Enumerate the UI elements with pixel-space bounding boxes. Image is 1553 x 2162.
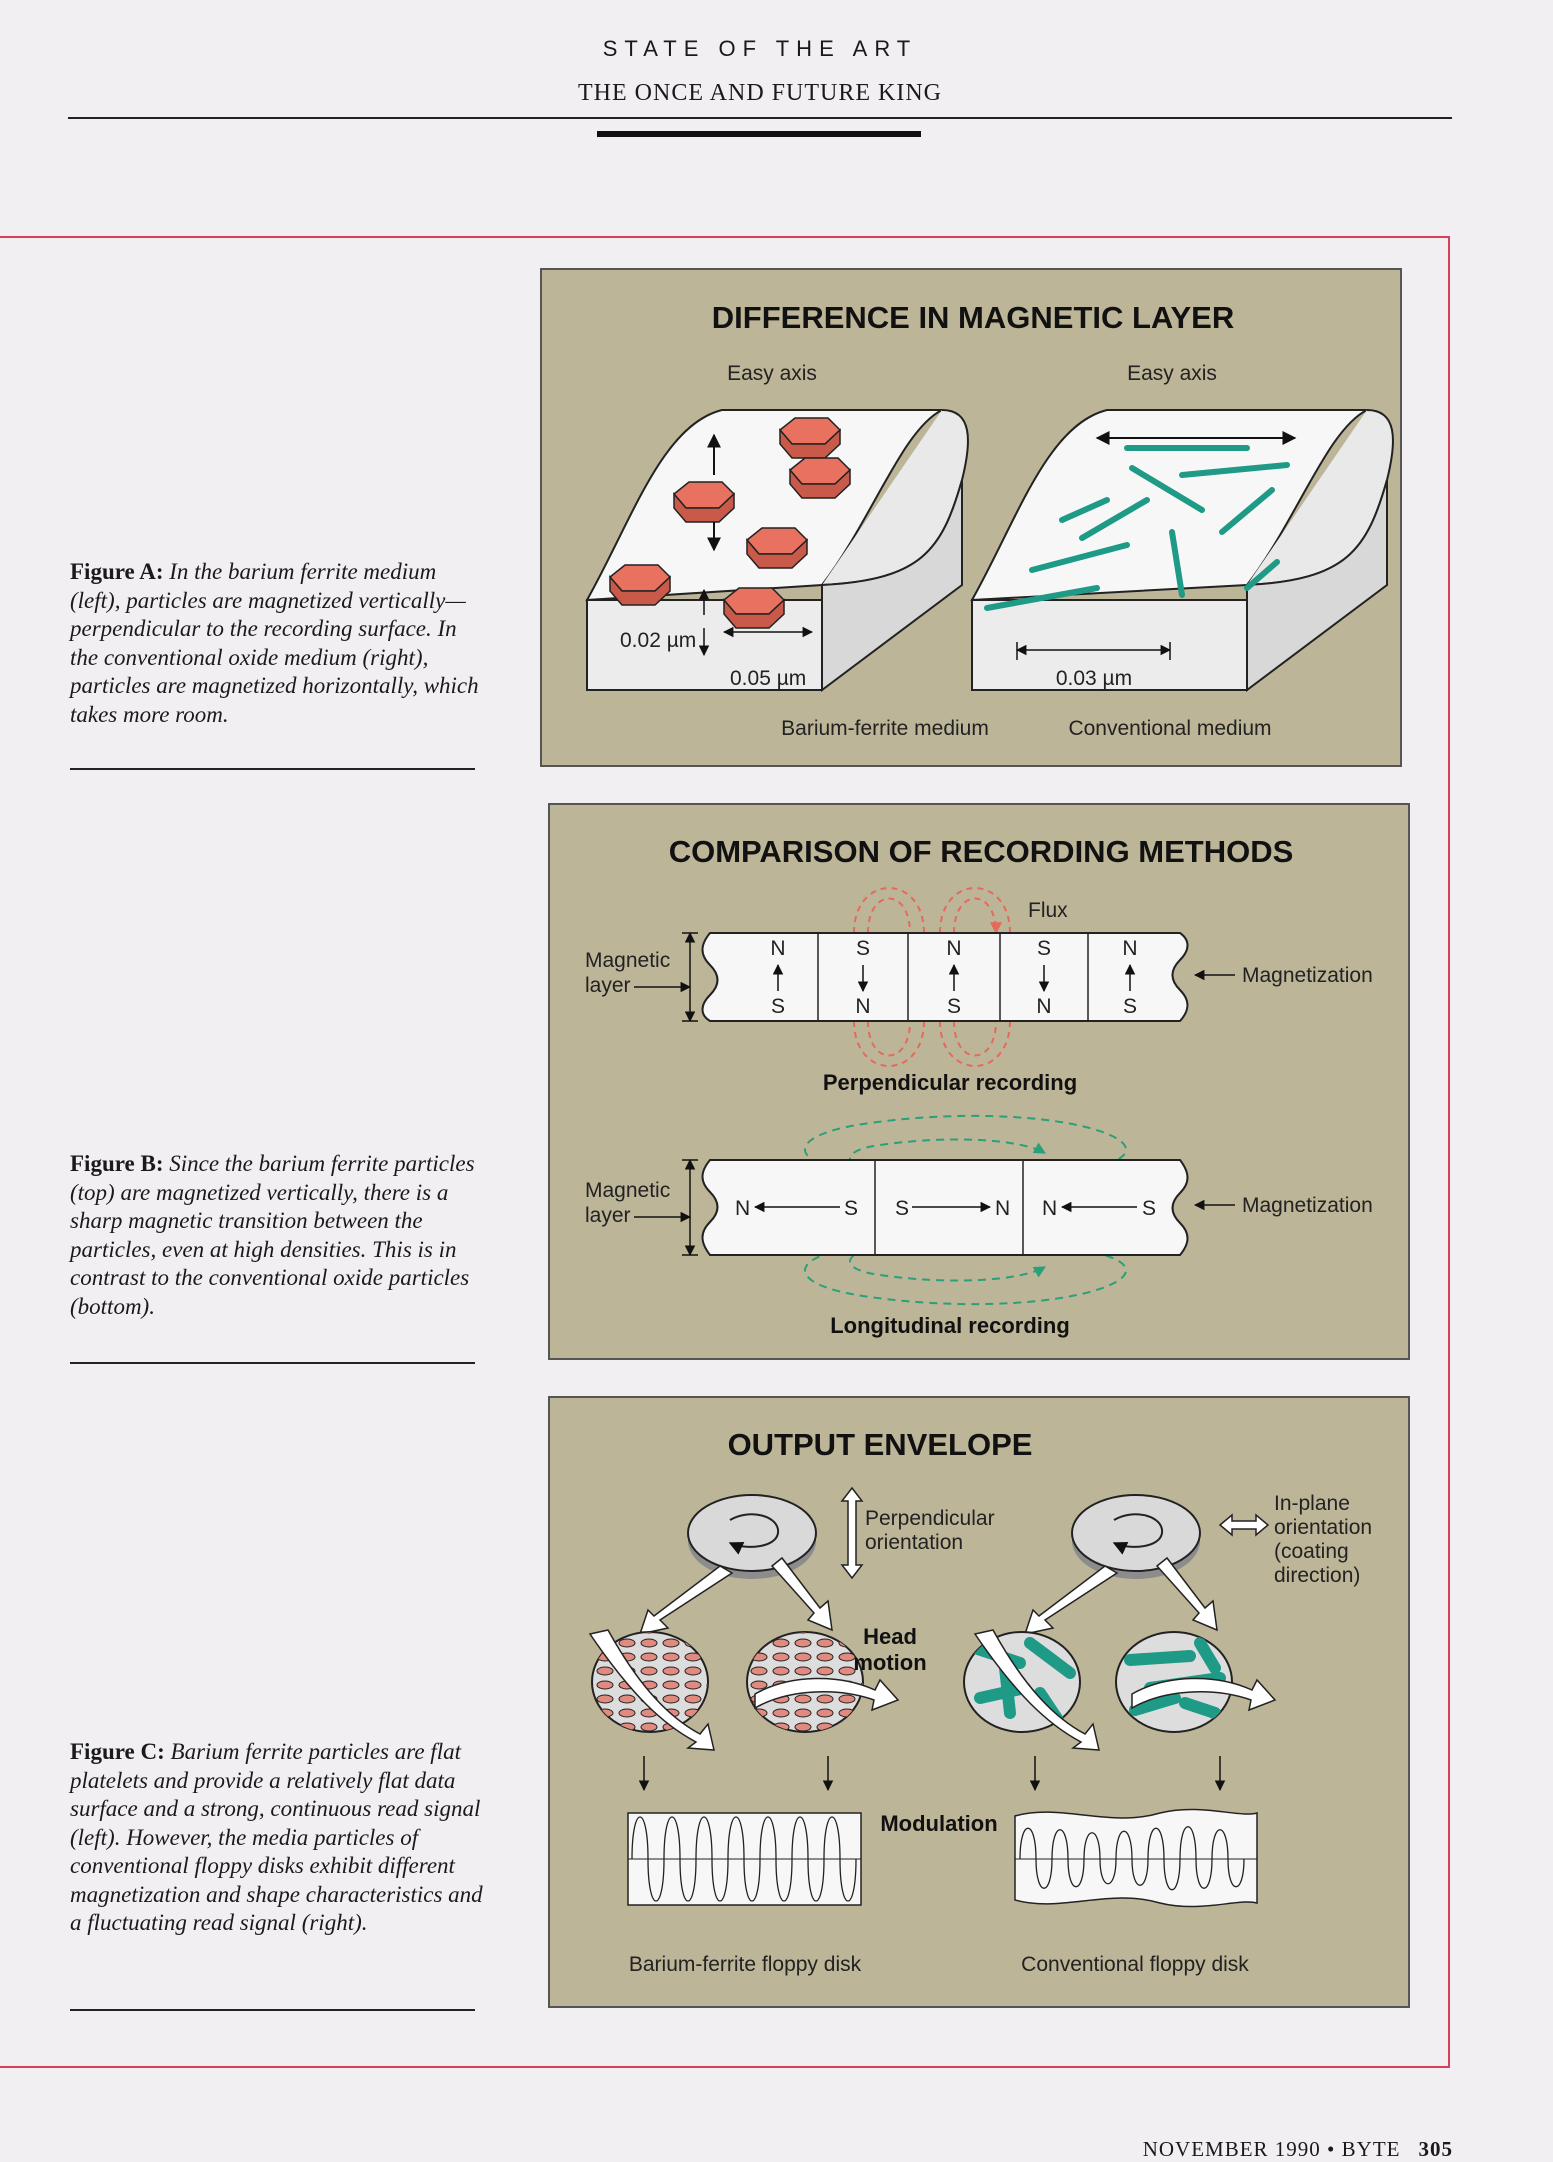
figure-c-title: OUTPUT ENVELOPE bbox=[728, 1427, 1033, 1462]
pole-label: S bbox=[947, 995, 961, 1018]
medium-label-left: Barium-ferrite medium bbox=[781, 717, 989, 740]
disk-label-left: Barium-ferrite floppy disk bbox=[629, 1953, 862, 1976]
width-label-left: 0.05 µm bbox=[730, 667, 806, 690]
perpendicular-orientation-label: orientation bbox=[865, 1531, 963, 1554]
figure-a-title: DIFFERENCE IN MAGNETIC LAYER bbox=[712, 300, 1234, 335]
needle-particles bbox=[984, 445, 1290, 611]
pole-label: N bbox=[855, 995, 870, 1018]
head-motion-label: motion bbox=[853, 1650, 926, 1675]
caption-label: Figure B: bbox=[70, 1151, 164, 1176]
disk-label-right: Conventional floppy disk bbox=[1021, 1953, 1249, 1976]
perpendicular-layer bbox=[701, 932, 1189, 1022]
caption-text: In the barium ferrite medium (left), par… bbox=[70, 559, 479, 727]
inplane-arrow-icon bbox=[1218, 1513, 1270, 1537]
pole-label: N bbox=[946, 937, 961, 960]
pole-label: N bbox=[995, 1197, 1010, 1220]
easy-axis-label-left: Easy axis bbox=[727, 362, 817, 385]
modulation-label: Modulation bbox=[880, 1811, 997, 1836]
head-motion-label: Head bbox=[863, 1624, 917, 1649]
magnetization-label-top: Magnetization bbox=[1242, 964, 1373, 987]
pole-label: N bbox=[1122, 937, 1137, 960]
conventional-slab bbox=[970, 409, 1394, 692]
disk-icon-right bbox=[1071, 1494, 1201, 1579]
caption-rule bbox=[70, 2009, 475, 2011]
pole-label: N bbox=[770, 937, 785, 960]
inplane-orientation-label: direction) bbox=[1274, 1564, 1360, 1587]
page-footer: NOVEMBER 1990 • BYTE 305 bbox=[1143, 2137, 1453, 2162]
inplane-orientation-label: orientation bbox=[1274, 1516, 1372, 1539]
pole-label: S bbox=[844, 1197, 858, 1220]
disk-icon-left bbox=[687, 1494, 817, 1579]
magnetization-label-bottom: Magnetization bbox=[1242, 1194, 1373, 1217]
caption-label: Figure A: bbox=[70, 559, 164, 584]
figure-b-title: COMPARISON OF RECORDING METHODS bbox=[669, 834, 1294, 869]
figure-b-diagram: COMPARISON OF RECORDING METHODS Flux N S… bbox=[585, 834, 1373, 1338]
article-title: THE ONCE AND FUTURE KING bbox=[578, 80, 942, 106]
page-number: 305 bbox=[1418, 2137, 1453, 2161]
inplane-orientation-label: In-plane bbox=[1274, 1492, 1350, 1515]
perpendicular-recording-label: Perpendicular recording bbox=[823, 1070, 1077, 1095]
perpendicular-orientation-label: Perpendicular bbox=[865, 1507, 995, 1530]
header-rule bbox=[68, 117, 1452, 119]
longitudinal-recording-label: Longitudinal recording bbox=[830, 1313, 1070, 1338]
magnetic-layer-label-bottom: layer bbox=[585, 1204, 631, 1227]
caption-rule bbox=[70, 768, 475, 770]
caption-text: Since the barium ferrite particles (top)… bbox=[70, 1151, 475, 1319]
caption-text: Barium ferrite particles are flat platel… bbox=[70, 1739, 483, 1935]
figure-a-diagram: DIFFERENCE IN MAGNETIC LAYER Easy axis E… bbox=[585, 300, 1394, 740]
figure-b-panel: COMPARISON OF RECORDING METHODS Flux N S… bbox=[548, 803, 1410, 1360]
head-motion-arrows bbox=[588, 1629, 1277, 1751]
pole-label: N bbox=[1036, 995, 1051, 1018]
easy-axis-label-right: Easy axis bbox=[1127, 362, 1217, 385]
magnetic-layer-label-bottom: Magnetic bbox=[585, 1179, 670, 1202]
pole-label: S bbox=[856, 937, 870, 960]
pole-label: S bbox=[771, 995, 785, 1018]
thickness-label: 0.02 µm bbox=[620, 629, 696, 652]
pole-label: S bbox=[1037, 937, 1051, 960]
hexagon-particles bbox=[608, 417, 852, 629]
medium-label-right: Conventional medium bbox=[1068, 717, 1271, 740]
header-bar bbox=[597, 131, 921, 137]
perpendicular-poles: N S N S N S N S N S bbox=[770, 937, 1137, 1018]
waveform-right bbox=[1014, 1808, 1258, 1908]
inplane-orientation-label: (coating bbox=[1274, 1540, 1349, 1563]
perpendicular-arrow-icon bbox=[840, 1486, 864, 1580]
sidebar-frame bbox=[0, 236, 1450, 2068]
pole-label: S bbox=[895, 1197, 909, 1220]
caption-figure-b: Figure B: Since the barium ferrite parti… bbox=[70, 1150, 490, 1321]
figure-c-panel: OUTPUT ENVELOPE Perpendicular orientatio… bbox=[548, 1396, 1410, 2008]
pole-label: S bbox=[1123, 995, 1137, 1018]
magnetic-layer-label-top: Magnetic bbox=[585, 949, 670, 972]
caption-rule bbox=[70, 1362, 475, 1364]
pole-label: N bbox=[735, 1197, 750, 1220]
flux-label: Flux bbox=[1028, 899, 1068, 922]
pole-label: N bbox=[1042, 1197, 1057, 1220]
waveform-left bbox=[627, 1812, 862, 1906]
caption-figure-c: Figure C: Barium ferrite particles are f… bbox=[70, 1738, 490, 1938]
figure-c-diagram: OUTPUT ENVELOPE Perpendicular orientatio… bbox=[588, 1427, 1372, 1976]
pole-label: S bbox=[1142, 1197, 1156, 1220]
magnetic-layer-label-top: layer bbox=[585, 974, 631, 997]
width-label-right: 0.03 µm bbox=[1056, 667, 1132, 690]
issue-label: NOVEMBER 1990 • BYTE bbox=[1142, 2137, 1401, 2161]
caption-figure-a: Figure A: In the barium ferrite medium (… bbox=[70, 558, 490, 729]
longitudinal-poles: N S S N N S bbox=[735, 1197, 1156, 1220]
section-kicker: STATE OF THE ART bbox=[602, 36, 918, 61]
figure-a-panel: DIFFERENCE IN MAGNETIC LAYER Easy axis E… bbox=[540, 268, 1402, 767]
caption-label: Figure C: bbox=[70, 1739, 165, 1764]
